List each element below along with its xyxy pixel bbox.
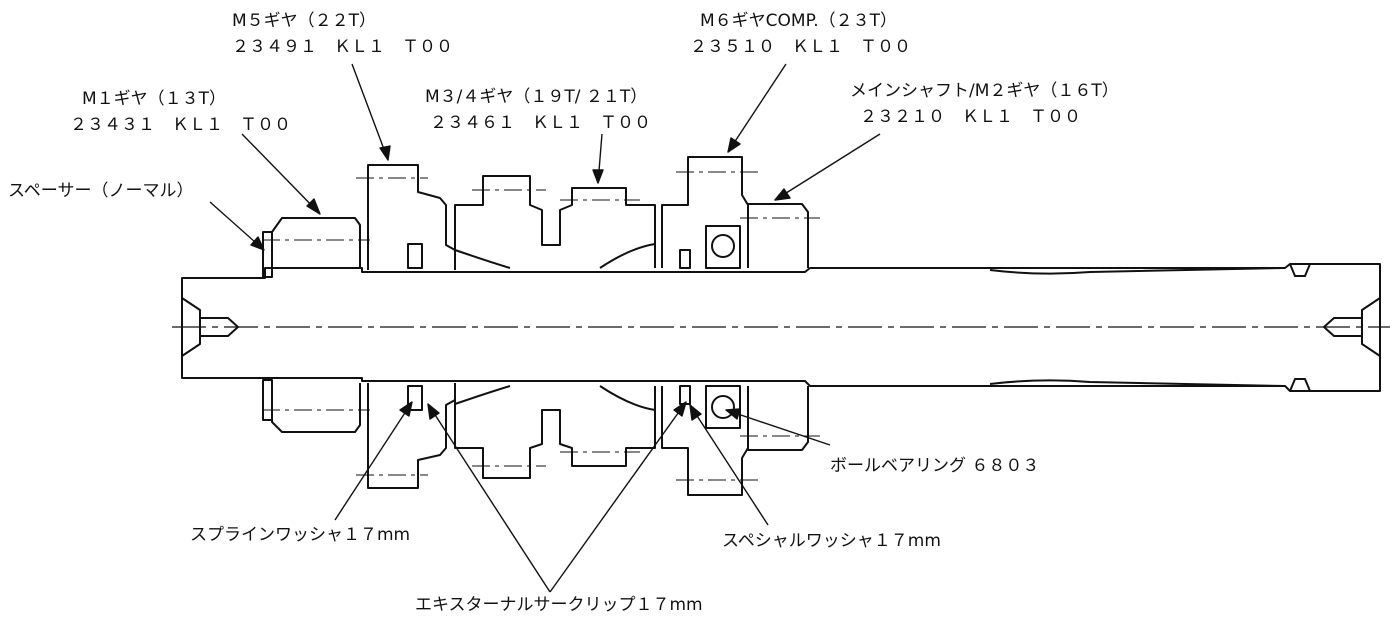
m2-gear-lower — [747, 386, 809, 451]
m34-inner-upper — [454, 243, 656, 269]
shaft-taper-upper — [989, 267, 1286, 275]
spline-washer-label: スプラインワッシャ１７mm — [190, 525, 411, 545]
ball-bearing-lower-ball — [711, 395, 735, 419]
m1-gear-upper — [271, 217, 361, 270]
leader-lines — [209, 63, 881, 593]
m6-gear-upper — [661, 156, 749, 268]
mainshaft-name-label: メインシャフト/M２ギヤ（１６T） — [850, 81, 1119, 101]
leader-m6 — [727, 63, 787, 153]
m6-gear-part-label: ２３５１０ ＫＬ１ Ｔ００ — [690, 37, 911, 57]
leader-ball-bearing — [725, 409, 831, 446]
m34-gear-part-label: ２３４６１ ＫＬ１ Ｔ００ — [430, 113, 651, 133]
m6-gear-collar-lower — [679, 385, 691, 405]
mainshaft-part-label: ２３２１０ ＫＬ１ Ｔ００ — [860, 107, 1081, 127]
m5-gear-collar-lower — [407, 385, 423, 411]
special-washer-label: スペシャルワッシャ１７mm — [722, 531, 941, 551]
left-center-hole — [181, 297, 239, 357]
arrow-mainshaft — [774, 188, 791, 201]
m1-gear-name-label: M１ギヤ（１３T） — [82, 89, 227, 109]
m6-gear-name-label: M６ギヤCOMP.（２３T） — [700, 11, 897, 31]
arrow-m34 — [592, 169, 604, 184]
leader-spline-washer — [334, 401, 413, 521]
m1-gear-part-label: ２３４３１ ＫＬ１ Ｔ００ — [70, 115, 291, 135]
arrow-circlip-left — [427, 403, 440, 420]
spacer-label: スペーサー（ノーマル） — [8, 181, 194, 201]
arrow-ball-bearing — [725, 408, 741, 420]
external-circlip-label: エキスターナルサークリップ１７mm — [415, 595, 703, 615]
arrow-spline-washer — [399, 401, 413, 417]
leader-m5 — [351, 63, 389, 161]
leader-circlip-left — [427, 403, 551, 593]
m6-gear-collar-upper — [679, 249, 691, 269]
m5-gear-name-label: M５ギヤ（２２T） — [232, 11, 377, 31]
m5-gear-collar-upper — [407, 243, 423, 269]
arrow-m1 — [306, 198, 321, 215]
arrow-circlip-right — [673, 401, 687, 417]
m34-inner-lower — [454, 385, 656, 411]
m1-gear-lower — [271, 383, 361, 433]
arrow-spacer — [250, 236, 265, 251]
ball-bearing-lower — [705, 385, 741, 429]
shaft-groove — [1289, 263, 1311, 392]
right-center-hole — [1323, 297, 1381, 357]
m5-gear-upper — [367, 164, 456, 270]
arrow-m6 — [727, 137, 741, 153]
m34-gear-lower — [454, 386, 656, 479]
arrow-special-washer — [689, 404, 702, 421]
ball-bearing-upper — [705, 225, 741, 269]
m2-gear-upper — [747, 203, 809, 268]
shaft-taper-lower — [989, 379, 1286, 387]
arrow-m5 — [379, 145, 391, 161]
leader-m1 — [241, 133, 321, 215]
m34-gear-name-label: M３/４ギヤ（１９T/ ２１T） — [425, 87, 648, 107]
leader-circlip-right — [549, 401, 687, 593]
spacer-part-lower — [262, 379, 273, 421]
m5-gear-part-label: ２３４９１ ＫＬ１ Ｔ００ — [232, 37, 453, 57]
ball-bearing-upper-ball — [711, 234, 735, 258]
leader-special-washer — [689, 404, 769, 526]
ball-bearing-label: ボールベアリング ６８０３ — [830, 456, 1040, 476]
leader-mainshaft — [774, 133, 881, 201]
m5-gear-lower — [367, 383, 456, 489]
